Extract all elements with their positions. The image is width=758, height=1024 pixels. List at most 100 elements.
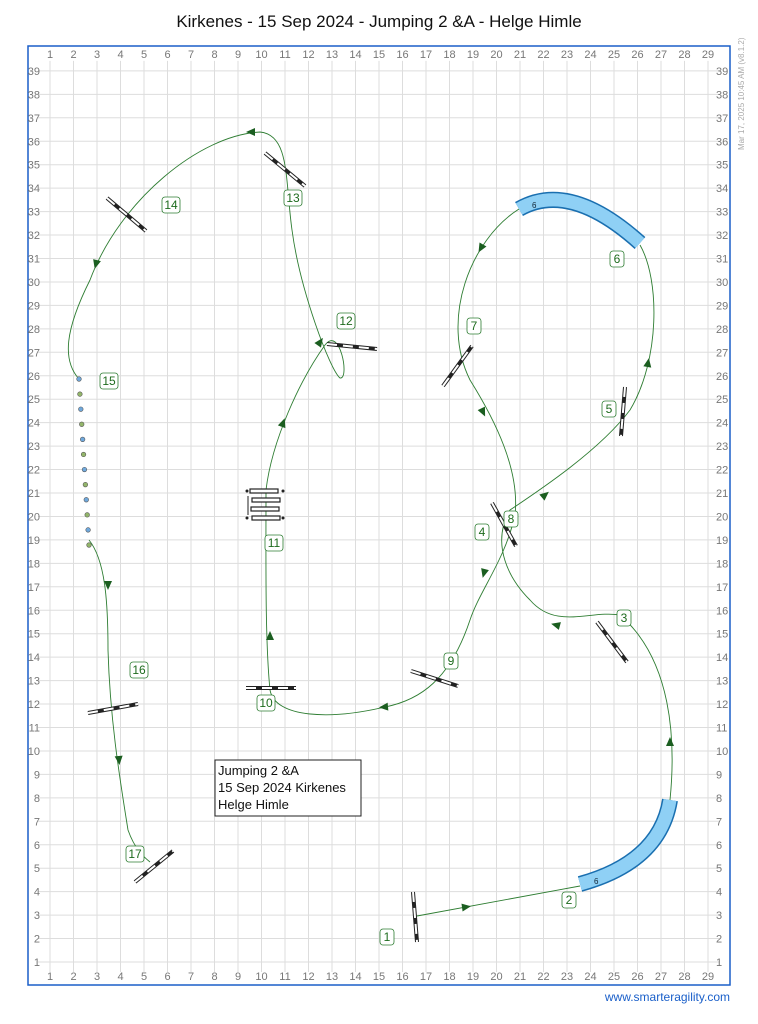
direction-arrow bbox=[114, 755, 123, 765]
column-label: 22 bbox=[537, 971, 549, 983]
row-label: 29 bbox=[28, 300, 40, 312]
column-label: 23 bbox=[561, 49, 573, 61]
long-jump-corner bbox=[281, 489, 285, 493]
row-label: 33 bbox=[28, 207, 40, 219]
jump-9-bar bbox=[410, 670, 459, 687]
obstacle-number-12: 12 bbox=[339, 314, 353, 328]
row-label: 5 bbox=[716, 863, 722, 875]
weave-pole bbox=[79, 421, 85, 427]
jump-1-bar bbox=[412, 891, 418, 943]
column-label: 23 bbox=[561, 971, 573, 983]
column-label: 1 bbox=[47, 49, 53, 61]
row-label: 36 bbox=[28, 136, 40, 148]
row-label: 6 bbox=[34, 840, 40, 852]
column-label: 25 bbox=[608, 49, 620, 61]
row-label: 15 bbox=[28, 629, 40, 641]
weave-pole bbox=[81, 466, 88, 473]
row-label: 24 bbox=[28, 418, 40, 430]
jump-17-bar bbox=[134, 850, 174, 883]
column-label: 29 bbox=[702, 49, 714, 61]
weave-pole bbox=[85, 527, 91, 533]
obstacle-number-8: 8 bbox=[508, 512, 515, 526]
row-label: 16 bbox=[716, 605, 728, 617]
obstacle-number-box bbox=[161, 196, 181, 214]
obstacle-number-15: 15 bbox=[102, 374, 116, 388]
info-line: 15 Sep 2024 Kirkenes bbox=[218, 780, 346, 795]
dog-path bbox=[67, 131, 673, 917]
direction-arrow bbox=[477, 406, 486, 417]
column-label: 4 bbox=[117, 49, 123, 61]
obstacle-number-5: 5 bbox=[606, 402, 613, 416]
row-label: 34 bbox=[716, 183, 728, 195]
row-label: 30 bbox=[28, 277, 40, 289]
row-label: 29 bbox=[716, 300, 728, 312]
tunnel-2 bbox=[578, 798, 677, 891]
direction-arrow bbox=[277, 418, 286, 429]
page-title: Kirkenes - 15 Sep 2024 - Jumping 2 &A - … bbox=[176, 12, 582, 31]
row-label: 3 bbox=[34, 910, 40, 922]
long-jump-board bbox=[251, 497, 281, 503]
jump-5-bar bbox=[620, 386, 626, 437]
row-label: 31 bbox=[716, 254, 728, 266]
weave-pole bbox=[76, 376, 82, 382]
column-label: 13 bbox=[326, 49, 338, 61]
column-label: 12 bbox=[302, 971, 314, 983]
obstacle-number-box bbox=[283, 189, 303, 207]
obstacle-number-box bbox=[474, 523, 490, 541]
weave-pole bbox=[84, 512, 90, 518]
direction-arrow bbox=[266, 631, 274, 640]
weave-pole bbox=[80, 436, 86, 442]
row-label: 7 bbox=[716, 816, 722, 828]
jump-7-bar bbox=[442, 345, 473, 387]
column-label: 8 bbox=[211, 971, 217, 983]
weave-pole bbox=[82, 482, 88, 488]
column-label: 1 bbox=[47, 971, 53, 983]
row-label: 11 bbox=[29, 723, 40, 735]
direction-arrow bbox=[246, 128, 255, 136]
row-label: 15 bbox=[716, 629, 728, 641]
long-jump-corner bbox=[245, 489, 249, 493]
row-label: 1 bbox=[716, 957, 722, 969]
obstacle-number-9: 9 bbox=[448, 654, 455, 668]
obstacle-number-2: 2 bbox=[566, 893, 573, 907]
row-label: 37 bbox=[28, 113, 40, 125]
column-label: 15 bbox=[373, 49, 385, 61]
plot-border bbox=[27, 45, 731, 986]
row-label: 13 bbox=[28, 676, 40, 688]
row-label: 35 bbox=[28, 160, 40, 172]
column-label: 13 bbox=[326, 971, 338, 983]
column-label: 17 bbox=[420, 49, 432, 61]
column-label: 28 bbox=[678, 971, 690, 983]
weave-pole bbox=[80, 451, 87, 458]
column-label: 4 bbox=[117, 971, 123, 983]
row-label: 16 bbox=[28, 605, 40, 617]
row-label: 2 bbox=[34, 934, 40, 946]
row-label: 36 bbox=[716, 136, 728, 148]
info-box bbox=[214, 759, 362, 817]
row-label: 9 bbox=[716, 769, 722, 781]
column-label: 10 bbox=[255, 49, 267, 61]
weave-pole bbox=[86, 542, 92, 548]
obstacle-number-6: 6 bbox=[614, 252, 621, 266]
direction-arrow bbox=[643, 358, 652, 368]
row-label: 27 bbox=[716, 347, 728, 359]
website-link[interactable]: www.smarteragility.com bbox=[604, 990, 730, 1004]
row-label: 39 bbox=[716, 66, 728, 78]
row-label: 38 bbox=[28, 89, 40, 101]
info-line: Jumping 2 &A bbox=[218, 763, 299, 778]
row-label: 2 bbox=[716, 934, 722, 946]
direction-arrow bbox=[93, 259, 101, 269]
column-label: 18 bbox=[443, 971, 455, 983]
column-label: 6 bbox=[164, 971, 170, 983]
row-label: 28 bbox=[716, 324, 728, 336]
column-label: 19 bbox=[467, 971, 479, 983]
row-label: 19 bbox=[28, 535, 40, 547]
row-label: 21 bbox=[716, 488, 728, 500]
obstacle-number-11: 11 bbox=[268, 536, 281, 550]
row-label: 18 bbox=[716, 558, 728, 570]
row-label: 31 bbox=[28, 254, 40, 266]
row-label: 21 bbox=[28, 488, 40, 500]
row-label: 1 bbox=[34, 957, 40, 969]
row-label: 18 bbox=[28, 558, 40, 570]
row-label: 25 bbox=[716, 394, 728, 406]
